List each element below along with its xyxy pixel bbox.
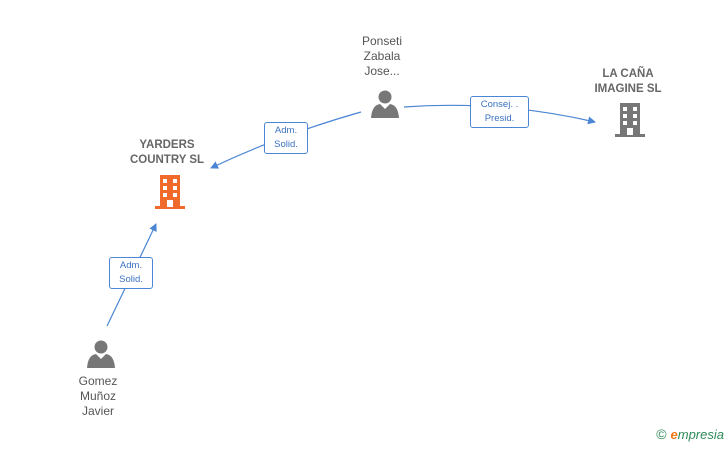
gomez-line-1: Gomez	[78, 374, 118, 388]
node-label-lacana[interactable]: LA CAÑA IMAGINE SL	[578, 67, 678, 97]
edge-label-gomez-yarders[interactable]: Adm. Solid.	[109, 257, 153, 289]
brand-name: mpresia	[677, 427, 724, 442]
brand-footer: ©empresia	[656, 426, 724, 442]
node-label-ponseti[interactable]: Ponseti Zabala Jose...	[352, 34, 412, 79]
edge-label-line-1: Adm.	[119, 260, 143, 271]
node-label-yarders[interactable]: YARDERS COUNTRY SL	[112, 138, 222, 168]
edge-label-line-2: Solid.	[274, 139, 298, 150]
lacana-line-1: LA CAÑA	[602, 68, 654, 80]
brand-initial: e	[670, 427, 678, 442]
person-icon[interactable]	[370, 89, 400, 119]
building-icon[interactable]	[153, 174, 187, 210]
gomez-line-3: Javier	[81, 404, 114, 418]
edge-label-line-2: Solid.	[119, 274, 143, 285]
edge-label-ponseti-lacana[interactable]: Consej. . Presid.	[470, 96, 529, 128]
ponseti-line-1: Ponseti	[361, 34, 403, 48]
building-icon[interactable]	[613, 102, 647, 138]
gomez-line-2: Muñoz	[79, 389, 117, 403]
node-label-gomez[interactable]: Gomez Muñoz Javier	[68, 374, 128, 419]
edge-label-ponseti-yarders[interactable]: Adm. Solid.	[264, 122, 308, 154]
yarders-line-1: YARDERS	[139, 139, 195, 151]
lacana-line-2: IMAGINE SL	[594, 83, 662, 95]
edge-label-line-2: Presid.	[484, 113, 515, 124]
copyright-icon: ©	[656, 426, 667, 442]
edge-label-line-1: Adm.	[274, 125, 298, 136]
ponseti-line-3: Jose...	[364, 64, 400, 78]
person-icon[interactable]	[86, 339, 116, 369]
yarders-line-2: COUNTRY SL	[129, 154, 205, 166]
ponseti-line-2: Zabala	[363, 49, 401, 63]
edge-label-line-1: Consej. .	[480, 99, 519, 110]
